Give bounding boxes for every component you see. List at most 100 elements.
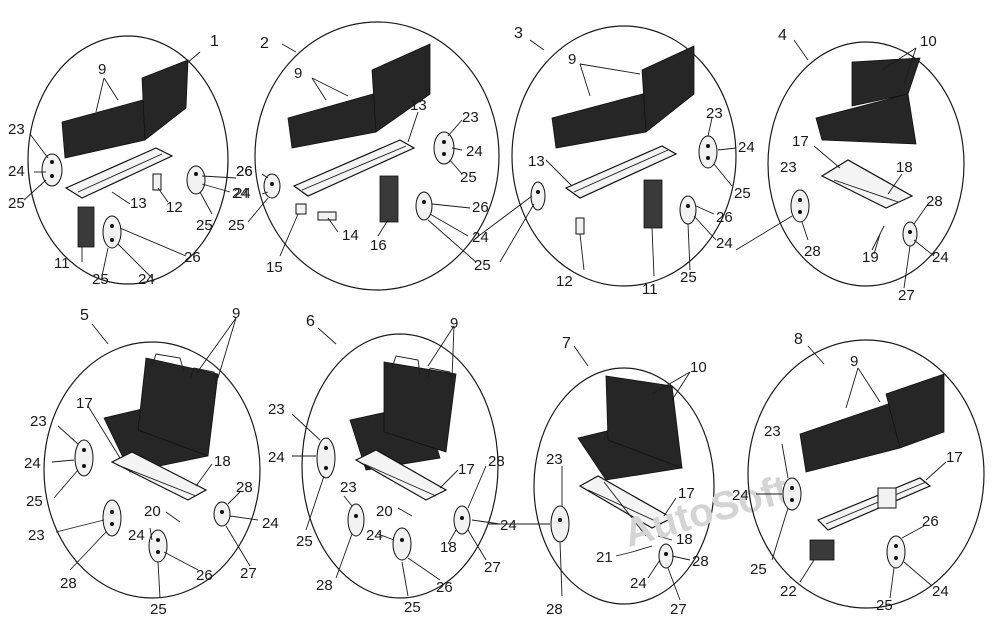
g4-seat-cushion <box>815 93 917 145</box>
g6-callout-m: 27 <box>484 559 501 576</box>
g5-callout-i: 20 <box>144 503 161 520</box>
g8-callout-f: 22 <box>780 583 797 600</box>
g5-callout-g: 23 <box>28 527 45 544</box>
g7-callout-g: 28 <box>692 553 709 570</box>
g2-detail-lower <box>415 191 433 221</box>
g4-callout-i: 27 <box>898 287 915 304</box>
g8-seat-cushion <box>799 401 901 473</box>
g8-callout-i: 25 <box>876 597 893 614</box>
g7-seat-back <box>605 375 683 469</box>
g7-frame-17 <box>578 475 674 529</box>
g3-callout-d: 25 <box>734 185 751 202</box>
g5-callout-j: 24 <box>128 527 145 544</box>
assembly-group-6: 6 9 23 24 25 17 28 23 28 20 24 18 24 27 … <box>268 313 517 616</box>
g3-seat-cushion <box>551 91 651 149</box>
g3-detail-upper <box>698 135 718 169</box>
g1-callout-b: 23 <box>8 121 25 138</box>
g7-callout-h: 24 <box>630 575 647 592</box>
g6-callout-j: 24 <box>366 527 383 544</box>
g2-callout-h: 25 <box>228 217 245 234</box>
g4-frame-17 <box>820 159 914 209</box>
g2-callout-e: 25 <box>460 169 477 186</box>
g5-callout-f: 25 <box>26 493 43 510</box>
g1-bracket-12 <box>152 173 162 191</box>
g3-callout-b: 23 <box>706 105 723 122</box>
g2-callout-l: 26 <box>472 199 489 216</box>
g5-callout-n: 26 <box>196 567 213 584</box>
g6-callout-o: 25 <box>404 599 421 616</box>
g4-callout-d: 23 <box>780 159 797 176</box>
g3-callout-a: 9 <box>568 51 576 68</box>
g3-detail-left <box>530 181 546 211</box>
g1-callout-g: 26 <box>236 163 253 180</box>
group-8-title: 8 <box>794 331 803 348</box>
g3-panel-11 <box>643 179 663 229</box>
g7-callout-c: 28 <box>546 601 563 618</box>
g4-callout-b: 17 <box>792 133 809 150</box>
g1-callout-a: 9 <box>98 61 106 78</box>
g1-seat-back <box>141 59 189 141</box>
g2-seat-cushion <box>287 91 381 149</box>
g4-callout-f: 19 <box>862 249 879 266</box>
g6-callout-k: 18 <box>440 539 457 556</box>
group-2-title: 2 <box>260 35 269 52</box>
g5-callout-l: 24 <box>262 515 279 532</box>
g6-callout-d: 25 <box>296 533 313 550</box>
group-3-title: 3 <box>514 25 523 42</box>
g2-bracket-14 <box>317 211 337 221</box>
g4-callout-e: 28 <box>804 243 821 260</box>
g8-callout-d: 24 <box>732 487 749 504</box>
group-1-outline <box>27 35 229 285</box>
g6-callout-e: 17 <box>458 461 475 478</box>
group-6-outline <box>301 333 499 599</box>
group-1-title: 1 <box>210 33 219 50</box>
g3-callout-e: 13 <box>528 153 545 170</box>
g3-callout-j: 25 <box>680 269 697 286</box>
g1-callout-h: 24 <box>232 185 249 202</box>
g4-callout-a: 10 <box>920 33 937 50</box>
g6-detail-lowerleft <box>347 503 365 537</box>
group-5-title: 5 <box>80 307 89 324</box>
g8-callout-c: 17 <box>946 449 963 466</box>
g2-callout-m: 24 <box>472 229 489 246</box>
g6-callout-i: 20 <box>376 503 393 520</box>
g7-detail-left <box>550 505 570 543</box>
g1-panel-11 <box>77 206 95 248</box>
g2-detail-upper <box>433 131 455 165</box>
g6-callout-c: 24 <box>268 449 285 466</box>
assembly-group-3: 3 9 23 24 25 13 12 11 26 24 25 <box>475 25 755 298</box>
g2-callout-g: 24 <box>234 185 251 202</box>
g8-callout-e: 25 <box>750 561 767 578</box>
group-2-outline <box>254 21 500 291</box>
group-4-outline <box>767 41 965 287</box>
g1-callout-l: 24 <box>138 271 155 288</box>
assembly-group-5: 5 9 17 18 23 24 25 23 28 20 24 28 24 27 … <box>24 305 279 618</box>
g4-callout-h: 24 <box>932 249 949 266</box>
g2-callout-c: 23 <box>462 109 479 126</box>
g1-callout-k: 25 <box>92 271 109 288</box>
g2-callout-b: 13 <box>410 97 427 114</box>
g6-callout-f: 28 <box>488 453 505 470</box>
g2-callout-d: 24 <box>466 143 483 160</box>
assembly-group-8: 8 9 23 17 24 25 22 26 24 25 <box>732 331 985 614</box>
group-4-title: 4 <box>778 27 787 44</box>
g1-callout-c: 24 <box>8 163 25 180</box>
group-3-outline <box>511 25 737 287</box>
g7-callout-e: 18 <box>676 531 693 548</box>
g2-callout-k: 15 <box>266 259 283 276</box>
g6-callout-l: 24 <box>500 517 517 534</box>
g3-callout-g: 11 <box>642 281 658 298</box>
g3-callout-c: 24 <box>738 139 755 156</box>
g2-bracket-15 <box>295 203 307 215</box>
g2-callout-n: 25 <box>474 257 491 274</box>
g1-callout-j: 11 <box>54 255 70 272</box>
g5-callout-m: 27 <box>240 565 257 582</box>
g4-detail-left <box>790 189 810 223</box>
g2-callout-a: 9 <box>294 65 302 82</box>
assembly-group-4: 4 10 17 18 23 28 19 28 24 27 <box>735 27 965 304</box>
g6-frame-17 <box>354 449 448 501</box>
assembly-group-1: 1 9 23 24 25 13 12 26 24 25 11 25 24 26 <box>8 33 253 288</box>
g5-detail-bottom <box>148 529 168 563</box>
g6-callout-a: 9 <box>450 315 458 332</box>
